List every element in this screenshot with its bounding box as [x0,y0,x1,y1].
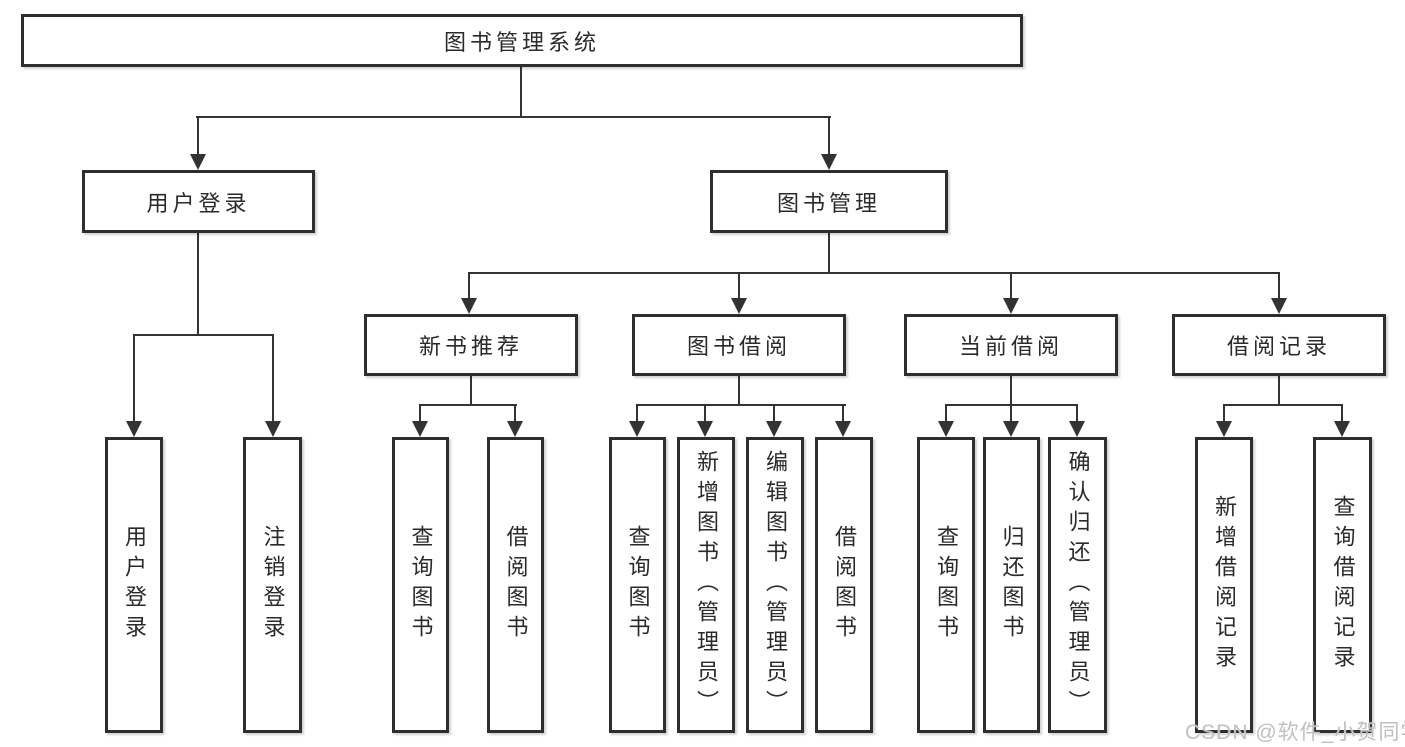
node-library-system: 图书管理系统 [21,14,1023,67]
edge-root-stub [520,67,522,118]
leaf-label: 用户登录 [122,525,147,645]
node-book-management: 图书管理 [710,170,948,233]
edge-current-arrow-2 [1003,404,1019,437]
node-borrow-records: 借阅记录 [1172,314,1386,376]
node-new-book-recommend: 新书推荐 [364,314,578,376]
edge-record-rail [1223,404,1343,406]
node-new-book-recommend-label: 新书推荐 [418,334,523,359]
node-leaf-borrow-books-1: 借阅图书 [487,437,544,733]
edge-login-rail [133,334,274,336]
node-leaf-logout: 注销登录 [243,437,302,733]
node-current-borrow: 当前借阅 [904,314,1118,376]
node-leaf-query-borrow-record: 查询借阅记录 [1313,437,1372,733]
leaf-label: 新增借阅记录 [1212,495,1237,675]
leaf-label: 编辑图书（管理员） [763,450,788,720]
edge-borrow-arrow-4 [835,404,851,437]
node-leaf-user-login: 用户登录 [105,437,163,733]
node-leaf-borrow-books-2: 借阅图书 [815,437,873,733]
edge-mgmt-arrow-new [461,272,477,314]
node-library-system-label: 图书管理系统 [443,29,600,55]
node-book-management-label: 图书管理 [776,190,881,216]
edge-mgmt-arrow-current [1003,272,1019,314]
node-leaf-edit-books-admin: 编辑图书（管理员） [746,437,804,733]
edge-mgmt-arrow-record [1271,272,1287,314]
node-borrow-records-label: 借阅记录 [1226,334,1331,359]
edge-new-arrow-1 [412,404,428,437]
node-leaf-query-books-1: 查询图书 [392,437,449,733]
edge-borrow-arrow-2 [697,404,713,437]
edge-borrow-arrow-1 [629,404,645,437]
edge-record-arrow-2 [1334,404,1350,437]
leaf-label: 新增图书（管理员） [694,450,719,720]
node-book-borrow-label: 图书借阅 [686,334,791,359]
edge-current-arrow-1 [938,404,954,437]
watermark: CSDN @软件_小贺同学 [1185,721,1405,744]
node-leaf-add-borrow-record: 新增借阅记录 [1195,437,1253,733]
edge-record-stub [1278,376,1280,406]
edge-mgmt-stub [828,233,830,274]
leaf-label: 注销登录 [260,525,286,645]
edge-login-arrow-login [126,334,142,437]
edge-current-arrow-3 [1069,404,1085,437]
node-leaf-add-books-admin: 新增图书（管理员） [677,437,735,733]
node-user-login-label: 用户登录 [146,190,251,216]
edge-record-arrow-1 [1216,404,1232,437]
leaf-label: 确认归还（管理员） [1065,450,1091,720]
edge-root-arrow-mgmt [821,116,837,170]
edge-login-stub [197,233,199,336]
node-current-borrow-label: 当前借阅 [958,334,1063,359]
node-leaf-confirm-return-admin: 确认归还（管理员） [1048,437,1107,733]
edge-new-arrow-2 [507,404,523,437]
node-leaf-query-books-2: 查询图书 [609,437,666,733]
node-book-borrow: 图书借阅 [632,314,846,376]
leaf-label: 查询借阅记录 [1330,495,1356,675]
edge-mgmt-arrow-borrow [731,272,747,314]
edge-root-rail [196,116,831,118]
node-user-login: 用户登录 [82,170,315,233]
edge-login-arrow-logout [265,334,281,437]
edge-mgmt-rail [468,272,1280,274]
edge-new-stub [470,376,472,406]
edge-new-rail [419,404,517,406]
edge-borrow-arrow-3 [766,404,782,437]
edge-current-stub [1010,376,1012,406]
edge-root-arrow-login [190,116,206,170]
leaf-label: 查询图书 [408,525,434,645]
leaf-label: 查询图书 [625,525,651,645]
node-leaf-query-books-3: 查询图书 [917,437,975,733]
leaf-label: 借阅图书 [503,525,529,645]
node-leaf-return-books: 归还图书 [983,437,1040,733]
leaf-label: 归还图书 [999,525,1025,645]
edge-borrow-rail [636,404,846,406]
edge-borrow-stub [738,376,740,406]
leaf-label: 借阅图书 [832,525,857,645]
leaf-label: 查询图书 [934,525,959,645]
